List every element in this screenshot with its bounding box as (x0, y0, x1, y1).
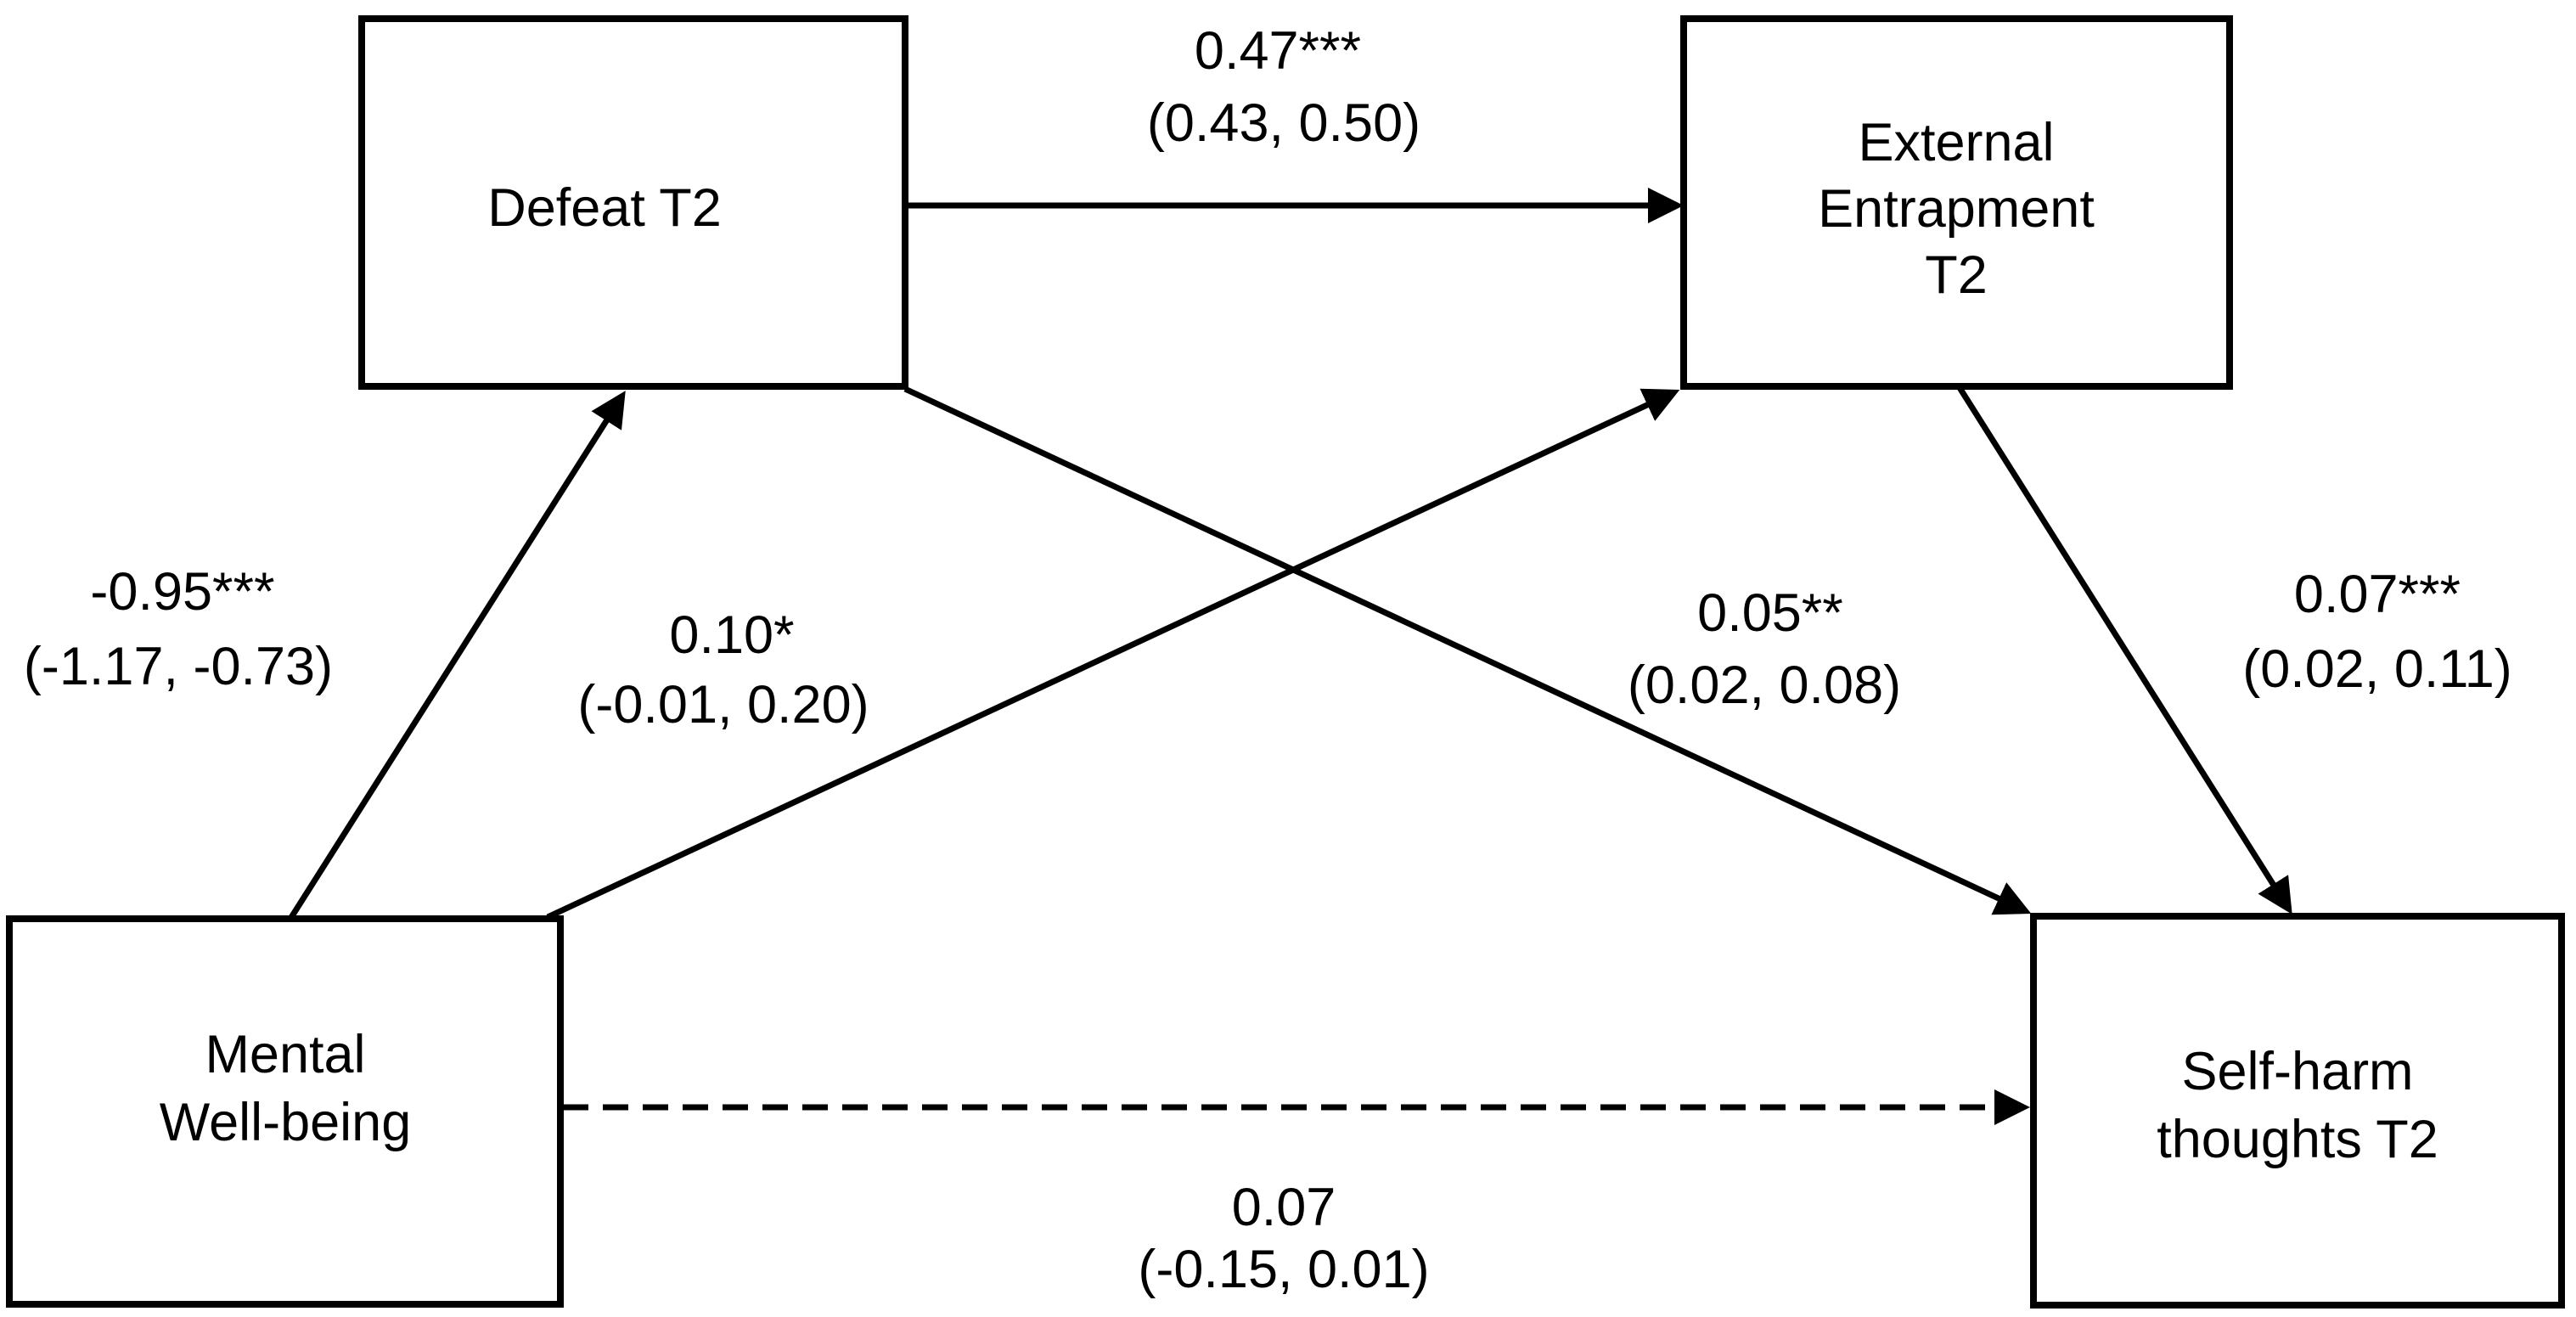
node-group: Defeat T2 External Entrapment T2 Mental … (6, 15, 2565, 1309)
node-box-selfharm (2030, 913, 2565, 1309)
node-label-defeat: Defeat T2 (487, 178, 722, 238)
ci-mwb-external: (-0.01, 0.20) (577, 675, 869, 734)
ci-mwb-defeat: (-1.17, -0.73) (24, 637, 333, 696)
node-box-external (1680, 15, 2233, 390)
node-box-defeat (358, 15, 908, 390)
node-label-mwb-line2: Well-being (160, 1093, 411, 1152)
estimate-external-selfharm: 0.07*** (2294, 565, 2461, 624)
estimate-mwb-defeat: -0.95*** (90, 562, 274, 622)
ci-external-selfharm: (0.02, 0.11) (2242, 639, 2512, 699)
node-label-external-line3: T2 (1925, 245, 1988, 305)
ci-defeat-selfharm: (0.02, 0.08) (1628, 656, 1901, 715)
node-label-external-line1: External (1858, 113, 2054, 172)
node-label-selfharm-line2: thoughts T2 (2157, 1110, 2438, 1169)
estimate-mwb-external: 0.10* (669, 605, 794, 665)
estimate-defeat-external: 0.47*** (1195, 21, 1361, 81)
node-label-external-line2: Entrapment (1818, 179, 2095, 239)
ci-defeat-external: (0.43, 0.50) (1147, 93, 1420, 153)
node-label-mwb-line1: Mental (205, 1025, 365, 1084)
path-external-to-selfharm-arrow (1956, 385, 2292, 915)
estimate-mwb-selfharm: 0.07 (1232, 1178, 1336, 1237)
node-box-mwb (6, 915, 564, 1308)
path-defeat-to-selfharm-arrow (903, 386, 2032, 915)
path-mwb-to-external-arrow (546, 388, 1680, 920)
edge-label-group: 0.47*** (0.43, 0.50) -0.95*** (-1.17, -0… (24, 21, 2512, 1299)
path-group (288, 188, 2292, 1125)
path-mwb-to-defeat-arrow (288, 391, 626, 920)
estimate-defeat-selfharm: 0.05** (1697, 583, 1843, 643)
node-label-selfharm-line1: Self-harm (2181, 1042, 2413, 1101)
ci-mwb-selfharm: (-0.15, 0.01) (1138, 1240, 1429, 1299)
